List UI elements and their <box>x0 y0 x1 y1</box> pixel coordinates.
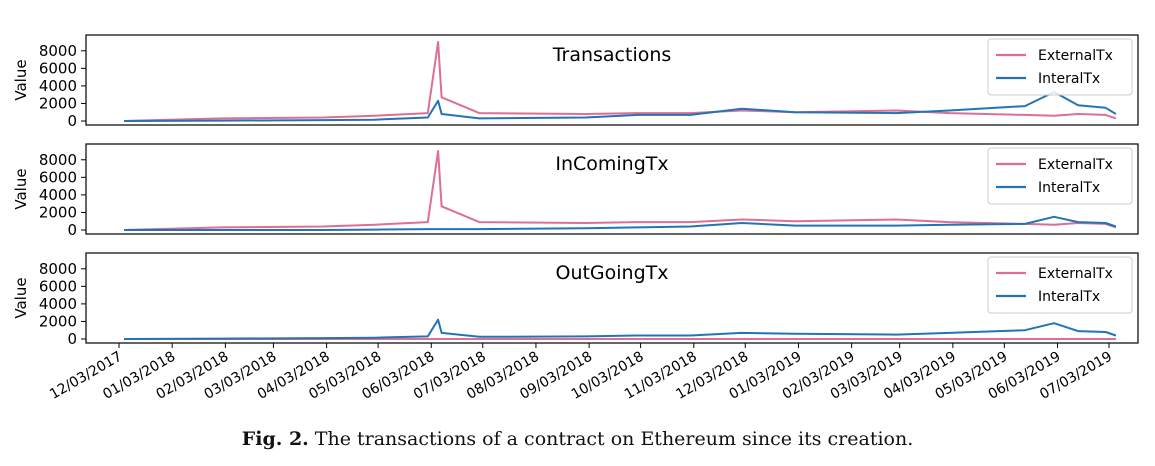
y-tick-label: 6000 <box>39 168 77 186</box>
series-line-external <box>124 150 1117 231</box>
legend-label: ExternalTx <box>1038 48 1113 64</box>
series-line-external <box>124 41 1117 122</box>
plot-frame <box>85 143 1139 235</box>
plot-frame <box>85 34 1139 126</box>
legend-label: InteralTx <box>1038 289 1100 305</box>
y-tick-label: 2000 <box>39 94 77 112</box>
y-tick-label: 8000 <box>39 151 77 169</box>
y-tick-label: 6000 <box>39 277 77 295</box>
figure-caption: Fig. 2.The transactions of a contract on… <box>0 428 1155 450</box>
y-axis-label: Value <box>12 59 30 100</box>
caption-label: Fig. 2. <box>241 428 309 450</box>
y-tick-label: 8000 <box>39 260 77 278</box>
legend-label: ExternalTx <box>1038 157 1113 173</box>
caption-text: The transactions of a contract on Ethere… <box>314 428 914 450</box>
series-line-internal <box>124 215 1117 231</box>
legend-label: InteralTx <box>1038 71 1100 87</box>
legend-box <box>987 38 1133 96</box>
legend-label: InteralTx <box>1038 180 1100 196</box>
x-axis: 12/03/201701/03/201802/03/201803/03/2018… <box>47 343 1115 403</box>
y-tick-label: 4000 <box>39 186 77 204</box>
y-axis-label: Value <box>12 168 30 209</box>
y-tick-label: 0 <box>67 330 77 348</box>
panel-title: Transactions <box>552 44 672 66</box>
y-tick-label: 8000 <box>39 42 77 60</box>
y-tick-label: 2000 <box>39 203 77 221</box>
legend-box <box>987 256 1133 314</box>
y-tick-label: 4000 <box>39 77 77 95</box>
legend-label: ExternalTx <box>1038 266 1113 282</box>
plot-frame <box>85 252 1139 344</box>
y-tick-label: 0 <box>67 221 77 239</box>
panel-title: OutGoingTx <box>555 262 668 284</box>
y-tick-label: 0 <box>67 112 77 130</box>
y-tick-label: 4000 <box>39 295 77 313</box>
y-tick-label: 2000 <box>39 312 77 330</box>
y-axis-label: Value <box>12 277 30 318</box>
series-line-internal <box>124 318 1117 340</box>
y-tick-label: 6000 <box>39 59 77 77</box>
legend-box <box>987 147 1133 205</box>
series-line-internal <box>124 91 1117 122</box>
panel-title: InComingTx <box>555 153 668 175</box>
